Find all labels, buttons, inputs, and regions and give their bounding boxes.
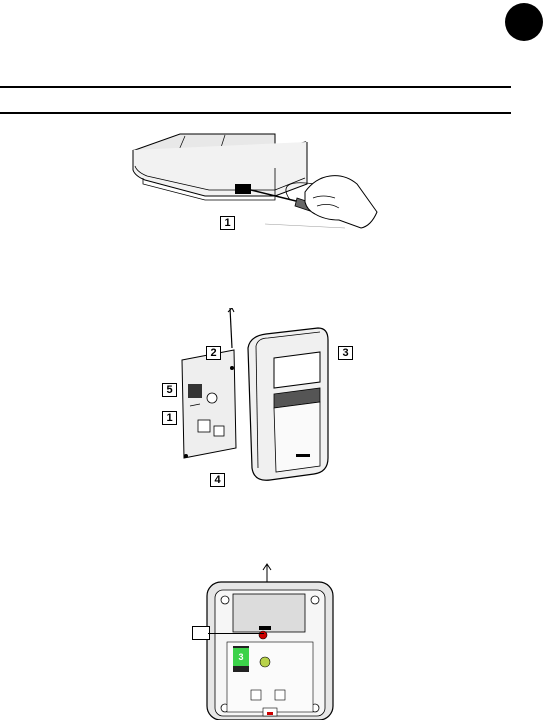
figure3-leader-line [208,633,264,634]
page-tab-icon [505,3,543,41]
header-rule-bottom [0,112,511,114]
figure-opening-device [125,128,385,238]
figure2-callout-tamper: 5 [162,383,177,397]
header-rule-top [0,86,511,88]
figure1-callout: 1 [220,216,235,230]
figure-rear-view-drawing [205,562,335,720]
cable-icon [228,308,234,348]
figure-rear-view [205,562,335,720]
figure2-callout-screws: 4 [210,473,225,487]
figure-exploded-view [170,308,340,488]
figure2-callout-mounting: 1 [162,411,177,425]
module-label: 3 [233,648,249,666]
figure2-callout-backplate: 2 [206,346,221,360]
figure2-callout-front-cover: 3 [338,346,353,360]
figure-opening-device-drawing [125,128,385,238]
figure-exploded-view-drawing [170,308,340,488]
